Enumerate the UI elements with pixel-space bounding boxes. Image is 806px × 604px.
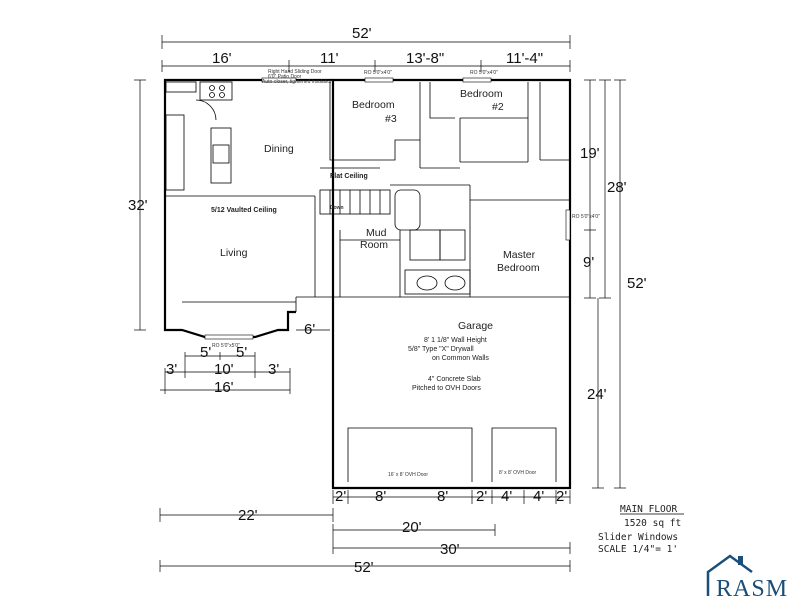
room-bedroom3-line1: Bedroom <box>352 99 395 111</box>
dim-bottom-22: 22' <box>238 507 258 524</box>
dim-bottom-20: 20' <box>402 519 422 536</box>
note-vaulted-ceiling: 5/12 Vaulted Ceiling <box>211 207 277 214</box>
room-bedroom3-line2: #3 <box>385 113 397 125</box>
dim-step-6: 6' <box>304 321 315 338</box>
chimney-icon <box>738 556 743 565</box>
note-ovh-small: 8' x 8' OVH Door <box>499 470 537 476</box>
note-patio-3: Auto-closer, tightened insulation <box>262 79 333 85</box>
dim-bottom-4b: 4' <box>533 488 544 505</box>
room-mud-line2: Room <box>360 239 388 251</box>
note-ro-bay: RO 5'0"x5'0" <box>212 343 240 349</box>
dim-top-13-8: 13'-8" <box>406 50 444 67</box>
note-garage-wall-1: 8' 1 1/8" Wall Height <box>424 337 487 344</box>
note-down: Down <box>330 205 344 211</box>
plan-area: 1520 sq ft <box>624 518 681 529</box>
exterior-walls <box>163 78 572 490</box>
room-master-line1: Master <box>503 249 536 261</box>
dim-right-24: 24' <box>587 386 607 403</box>
note-patio-2: 6'0" Patio Door <box>268 74 302 80</box>
dim-bay-16: 16' <box>214 379 234 396</box>
room-garage: Garage <box>458 320 493 332</box>
dim-bottom-total: 52' <box>354 559 374 576</box>
dim-bottom-2a: 2' <box>335 488 346 505</box>
bay-dimension-lines <box>160 329 330 394</box>
dim-bay-3a: 3' <box>166 361 177 378</box>
room-bedroom2-line2: #2 <box>492 101 504 113</box>
note-ovh-large: 16' x 8' OVH Door <box>388 472 428 478</box>
note-garage-wall-3: on Common Walls <box>432 355 489 362</box>
room-living: Living <box>220 247 248 259</box>
dim-top-11: 11' <box>320 50 339 67</box>
room-bedroom2-line1: Bedroom <box>460 88 503 100</box>
dim-bay-5b: 5' <box>236 344 247 361</box>
note-garage-wall-2: 5/8" Type "X" Drywall <box>408 346 474 353</box>
dim-bay-5a: 5' <box>200 344 211 361</box>
rasm-logo: RASM <box>706 554 788 602</box>
note-patio-1: Right Hand Sliding Door <box>268 69 322 75</box>
left-dimension-line <box>134 79 146 331</box>
window-marks <box>204 77 571 340</box>
right-dimension-lines <box>584 79 626 489</box>
note-garage-slab-1: 4" Concrete Slab <box>428 376 481 383</box>
dim-right-52: 52' <box>627 275 647 292</box>
dim-bottom-8b: 8' <box>437 488 448 505</box>
note-garage-slab-2: Pitched to OVH Doors <box>412 385 481 392</box>
dim-top-16: 16' <box>212 50 232 67</box>
top-dimension-lines <box>161 35 571 72</box>
room-mud-line1: Mud <box>366 227 387 239</box>
plan-windows: Slider Windows <box>598 532 678 543</box>
dim-bottom-2c: 2' <box>556 488 567 505</box>
dim-bottom-30: 30' <box>440 541 460 558</box>
note-flat-ceiling: Flat Ceiling <box>330 173 368 180</box>
dim-top-total: 52' <box>352 25 372 42</box>
dim-right-9: 9' <box>583 254 594 271</box>
room-master-line2: Bedroom <box>497 262 540 274</box>
note-ro-master: RO 5'0"x4'0" <box>572 214 600 220</box>
dim-left-32: 32' <box>128 197 148 214</box>
bottom-dimension-lines <box>159 490 571 572</box>
note-ro-bed3: RO 5'0"x4'0" <box>364 70 392 76</box>
room-dining: Dining <box>264 143 294 155</box>
dim-bottom-2b: 2' <box>476 488 487 505</box>
interior-walls <box>165 81 570 303</box>
dim-bottom-8a: 8' <box>375 488 386 505</box>
dim-right-19: 19' <box>580 145 600 162</box>
dim-bay-10: 10' <box>214 361 234 378</box>
garage-doors <box>347 427 557 482</box>
dim-right-28: 28' <box>607 179 627 196</box>
dim-bay-3b: 3' <box>268 361 279 378</box>
plan-title: MAIN FLOOR <box>620 504 677 515</box>
dim-top-11-4: 11'-4" <box>506 50 543 67</box>
plan-scale: SCALE 1/4"= 1' <box>598 544 678 555</box>
brand-name: RASM <box>716 576 788 602</box>
note-ro-bed2: RO 5'0"x4'0" <box>470 70 498 76</box>
dim-bottom-4a: 4' <box>501 488 512 505</box>
